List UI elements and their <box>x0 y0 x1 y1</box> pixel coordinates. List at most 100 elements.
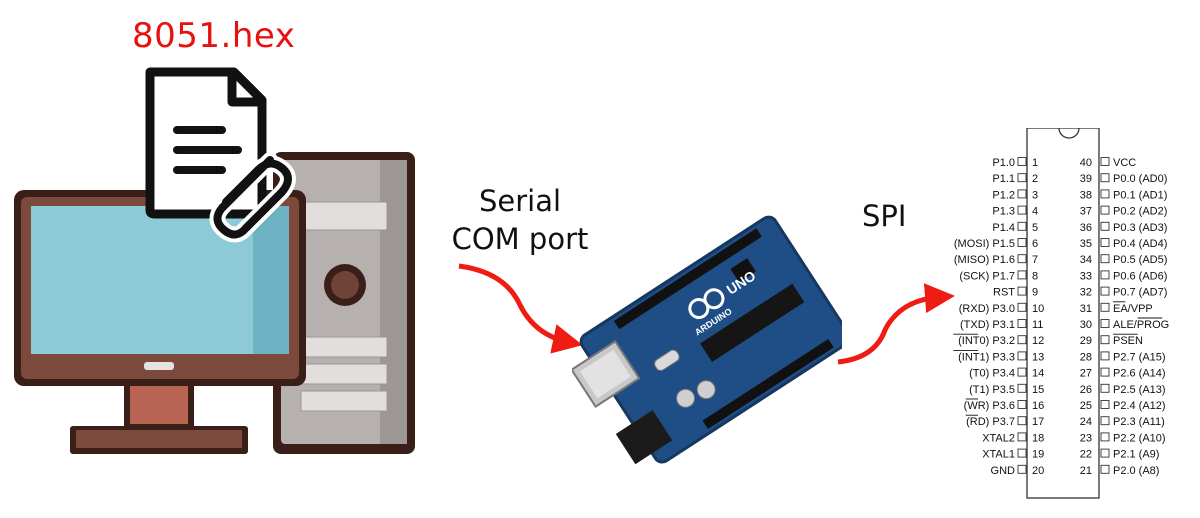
pin-pad <box>1017 335 1027 345</box>
pin-pad <box>1017 157 1027 166</box>
pin-number: 22 <box>1080 449 1092 461</box>
pin-pad <box>1017 464 1027 474</box>
pin-label: P2.2 (A10) <box>1113 432 1166 444</box>
pin-24: 24 P2.3 (A11) <box>1080 416 1165 428</box>
pin-pad <box>1017 351 1027 361</box>
pin-pad <box>1100 205 1110 215</box>
pin-label: (INT1) P3.3 <box>958 351 1015 363</box>
pin-number: 2 <box>1032 173 1038 185</box>
pin-label: XTAL2 <box>982 432 1015 444</box>
pin-number: 20 <box>1032 465 1044 477</box>
pin-number: 18 <box>1032 432 1044 444</box>
pin-pad <box>1100 400 1110 409</box>
pin-number: 40 <box>1080 157 1092 169</box>
pin-label: P2.4 (A12) <box>1113 400 1166 412</box>
pin-label: P1.3 <box>992 206 1015 218</box>
pin-number: 6 <box>1032 238 1038 250</box>
pin-number: 36 <box>1080 222 1092 234</box>
pin-pad <box>1017 254 1027 264</box>
pin-pad <box>1100 254 1110 264</box>
file-label: 8051.hex <box>132 16 296 56</box>
pin-number: 35 <box>1080 238 1092 250</box>
pin-pad <box>1100 157 1110 166</box>
pin-label: P2.6 (A14) <box>1113 368 1166 380</box>
pin-21: 21 P2.0 (A8) <box>1080 465 1160 477</box>
pin-29: 29 PSEN <box>1080 333 1143 347</box>
pin-label: P2.3 (A11) <box>1113 416 1165 428</box>
pin-pad <box>1017 416 1027 426</box>
chip-notch <box>1058 128 1080 139</box>
pin-number: 21 <box>1080 465 1092 477</box>
pin-pad <box>1100 335 1110 345</box>
pin-number: 9 <box>1032 287 1038 299</box>
pin-pad <box>1017 383 1027 393</box>
pin-label: P0.3 (AD3) <box>1113 222 1167 234</box>
pin-label: P0.1 (AD1) <box>1113 189 1167 201</box>
spi-arrow <box>837 283 955 365</box>
pin-number: 23 <box>1080 432 1092 444</box>
pin-pad <box>1017 400 1027 409</box>
pin-pad <box>1017 302 1027 312</box>
pin-number: 5 <box>1032 222 1038 234</box>
pin-label: PSEN <box>1113 335 1143 347</box>
pin-label: VCC <box>1113 157 1136 169</box>
pin-number: 25 <box>1080 400 1092 412</box>
pin-pad <box>1100 432 1110 442</box>
pin-pad <box>1017 367 1027 377</box>
arduino-board: ARDUINO UNO <box>572 215 842 465</box>
pin-pad <box>1017 270 1027 280</box>
pin-number: 29 <box>1080 335 1092 347</box>
pin-pad <box>1100 238 1110 247</box>
serial-label-line1: Serial <box>478 184 562 218</box>
pin-pad <box>1017 221 1027 231</box>
pin-label: P2.0 (A8) <box>1113 465 1159 477</box>
pin-label: (T0) P3.4 <box>969 368 1015 380</box>
pin-label: P0.2 (AD2) <box>1113 206 1167 218</box>
pin-label: (WR) P3.6 <box>964 400 1015 412</box>
monitor-icon <box>14 190 306 454</box>
pin-pad <box>1017 432 1027 442</box>
pin-number: 32 <box>1080 287 1092 299</box>
pin-label: (RD) P3.7 <box>966 416 1015 428</box>
pin-label: P2.7 (A15) <box>1113 351 1166 363</box>
pin-pad <box>1100 319 1110 328</box>
pin-label: P0.6 (AD6) <box>1113 270 1167 282</box>
pin-label: P0.0 (AD0) <box>1113 173 1167 185</box>
serial-arrow <box>458 263 583 354</box>
pin-number: 34 <box>1080 254 1092 266</box>
pin-pad <box>1100 302 1110 312</box>
pin-number: 11 <box>1032 319 1043 331</box>
pin-pad <box>1100 351 1110 361</box>
pin-label: (MISO) P1.6 <box>954 254 1015 266</box>
pin-number: 24 <box>1080 416 1092 428</box>
pin-number: 7 <box>1032 254 1038 266</box>
pin-number: 27 <box>1080 368 1092 380</box>
pin-36: 36 P0.3 (AD3) <box>1080 222 1168 234</box>
pin-label: (T1) P3.5 <box>969 384 1015 396</box>
pin-23: 23 P2.2 (A10) <box>1080 432 1166 444</box>
spi-label: SPI <box>862 199 907 233</box>
pin-pad <box>1017 205 1027 215</box>
pin-pad <box>1100 189 1110 199</box>
pin-number: 4 <box>1032 206 1038 218</box>
